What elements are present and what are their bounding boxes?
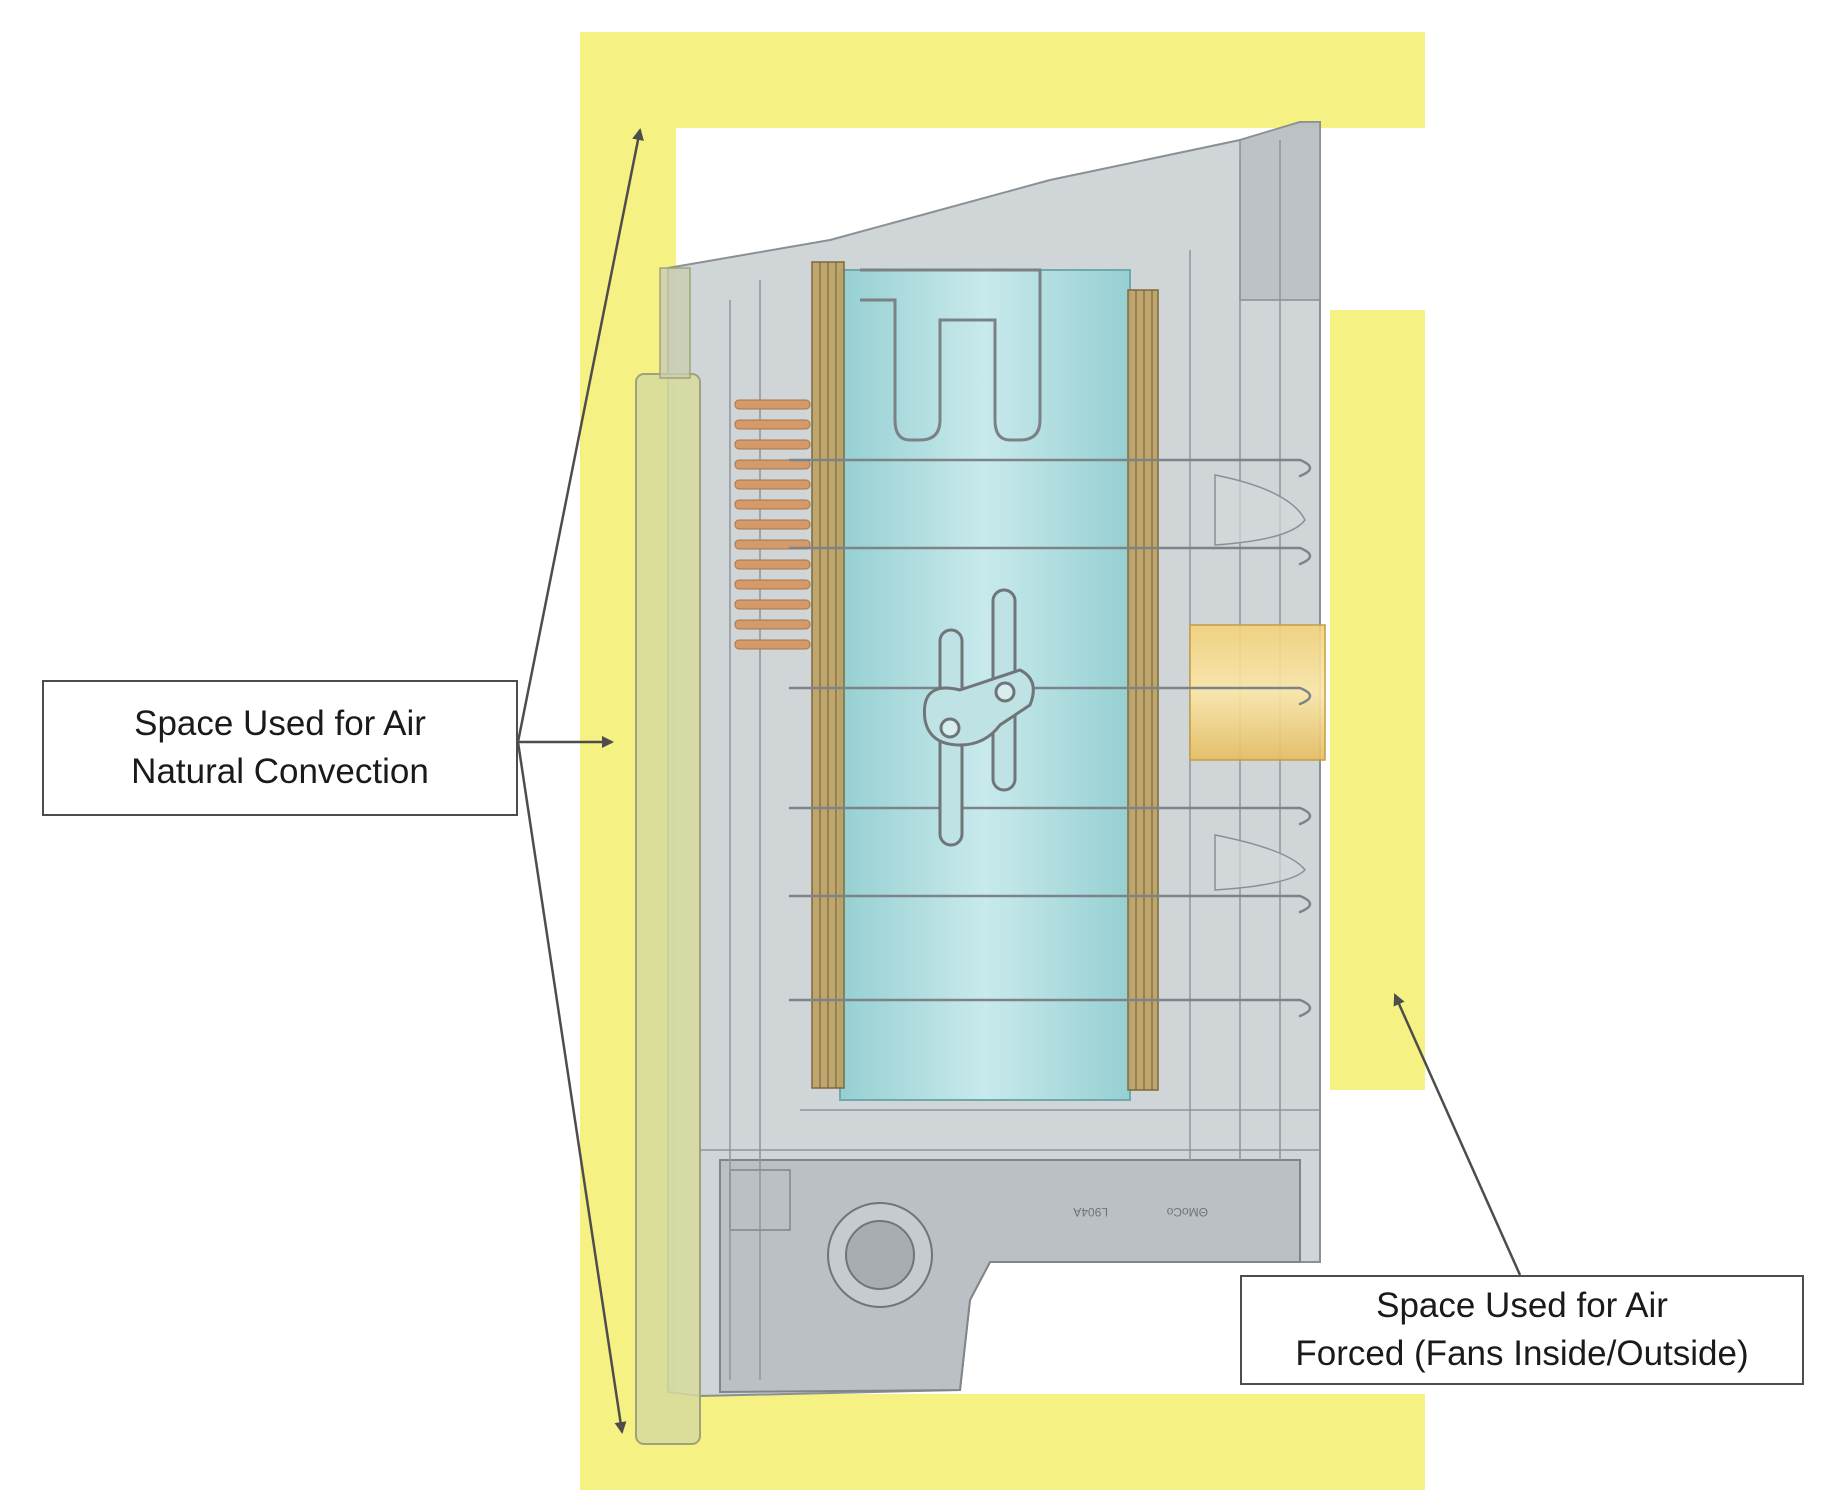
center-clip	[922, 588, 1035, 847]
forced-callout-line-1: Space Used for Air	[1376, 1286, 1668, 1325]
connector-pins	[734, 399, 811, 650]
natural-callout-line-2: Natural Convection	[131, 752, 429, 791]
arrow-up	[516, 128, 644, 743]
part-marking-2: ΘMoCo	[1166, 1205, 1208, 1219]
forced-air-zone	[1330, 310, 1425, 1090]
motor-shaft	[1189, 624, 1326, 761]
end-windings	[811, 261, 1159, 1091]
natural-convection-callout: Space Used for Air Natural Convection	[42, 680, 518, 816]
top-bracket	[860, 268, 1042, 442]
natural-convection-arrows	[516, 128, 644, 1434]
cooling-ribs	[788, 458, 1312, 1018]
arrow-down	[516, 741, 627, 1434]
forced-callout-line-2: Forced (Fans Inside/Outside)	[1295, 1334, 1749, 1373]
part-marking-1: L904A	[1073, 1205, 1108, 1219]
forced-air-arrow	[1393, 993, 1522, 1276]
rib-fins	[1214, 474, 1306, 891]
forced-air-callout: Space Used for Air Forced (Fans Inside/O…	[1240, 1275, 1804, 1385]
natural-callout-line-1: Space Used for Air	[134, 704, 426, 743]
